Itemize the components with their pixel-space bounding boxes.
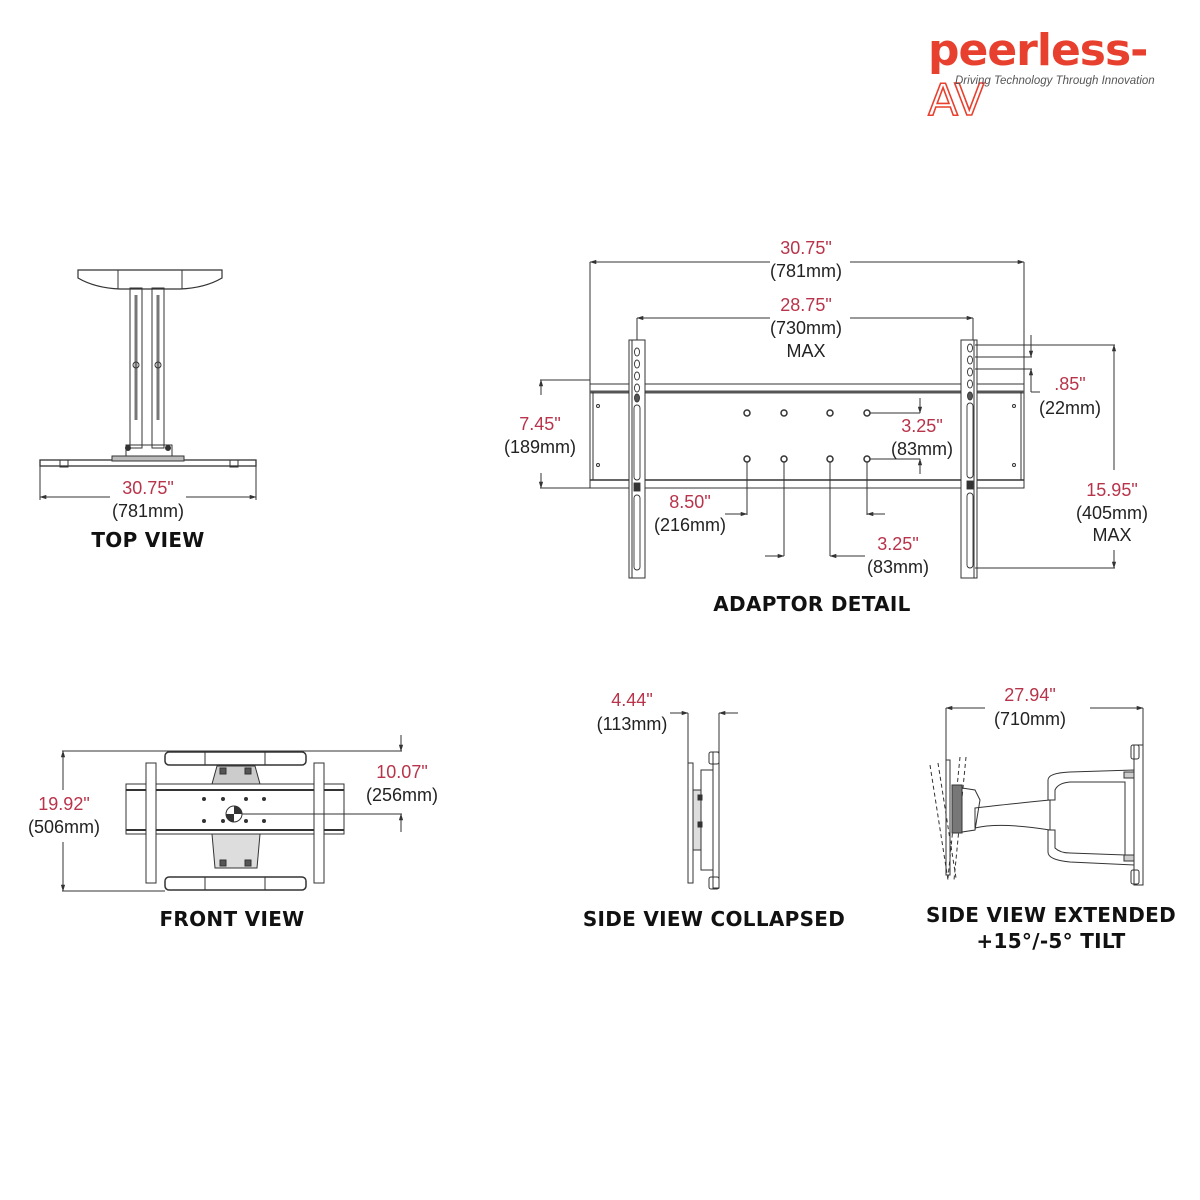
adaptor-outer-spacing-in: 8.50" [669,492,711,512]
adaptor-max-width-in: 28.75" [780,295,832,315]
side-extended-length-in: 27.94" [1004,685,1056,705]
adaptor-inner-spacing-mm: (83mm) [867,557,929,577]
side-extended-caption: SIDE VIEW EXTENDED +15°/-5° TILT [920,902,1182,954]
adaptor-overall-width-mm: (781mm) [769,261,842,281]
adaptor-height-mm: (189mm) [503,437,576,457]
side-collapsed-depth-in: 4.44" [611,690,653,710]
adaptor-max-height-in: 15.95" [1086,480,1138,500]
adaptor-overall-width-in: 30.75" [780,238,832,258]
side-view-extended-drawing [929,705,1144,886]
side-collapsed-depth-mm: (113mm) [596,714,668,734]
adaptor-hole-vertical-in: 3.25" [901,416,943,436]
adaptor-outer-spacing-mm: (216mm) [653,515,726,535]
front-view-height-mm: (506mm) [27,817,100,837]
top-view-width-in: 30.75" [122,478,174,498]
adaptor-max-width-mm: (730mm) [769,318,842,338]
side-extended-caption-line1: SIDE VIEW EXTENDED [925,903,1177,927]
adaptor-detail-caption: ADAPTOR DETAIL [713,592,911,616]
adaptor-height-in: 7.45" [519,414,561,434]
brand-name-main: peerless- [928,25,1148,76]
front-view-drawing [60,735,404,892]
adaptor-max-height-note: MAX [1092,525,1132,545]
brand-name-suffix: AV [927,75,985,127]
side-extended-caption-line2: +15°/-5° TILT [976,929,1126,953]
adaptor-max-width-note: MAX [786,341,826,361]
front-view-offset-mm: (256mm) [365,785,438,805]
side-extended-length-mm: (710mm) [993,709,1066,729]
adaptor-hole-vertical-mm: (83mm) [891,439,953,459]
adaptor-slot-spacing-mm: (22mm) [1039,398,1101,418]
top-view-drawing [39,269,257,500]
top-view-caption: TOP VIEW [91,528,205,552]
adaptor-inner-spacing-in: 3.25" [877,534,919,554]
adaptor-slot-spacing-in: .85" [1054,374,1086,394]
front-view-caption: FRONT VIEW [159,907,305,931]
front-view-offset-in: 10.07" [376,762,428,782]
brand-wordmark: peerless-AV [927,25,1200,127]
adaptor-detail-drawing [538,259,1117,579]
adaptor-max-height-mm: (405mm) [1075,503,1148,523]
top-view-width-mm: (781mm) [111,501,184,521]
front-view-height-in: 19.92" [38,794,90,814]
side-collapsed-caption: SIDE VIEW COLLAPSED [582,907,846,931]
brand-tagline: Driving Technology Through Innovation [955,75,1155,87]
side-view-collapsed-drawing [670,710,738,890]
